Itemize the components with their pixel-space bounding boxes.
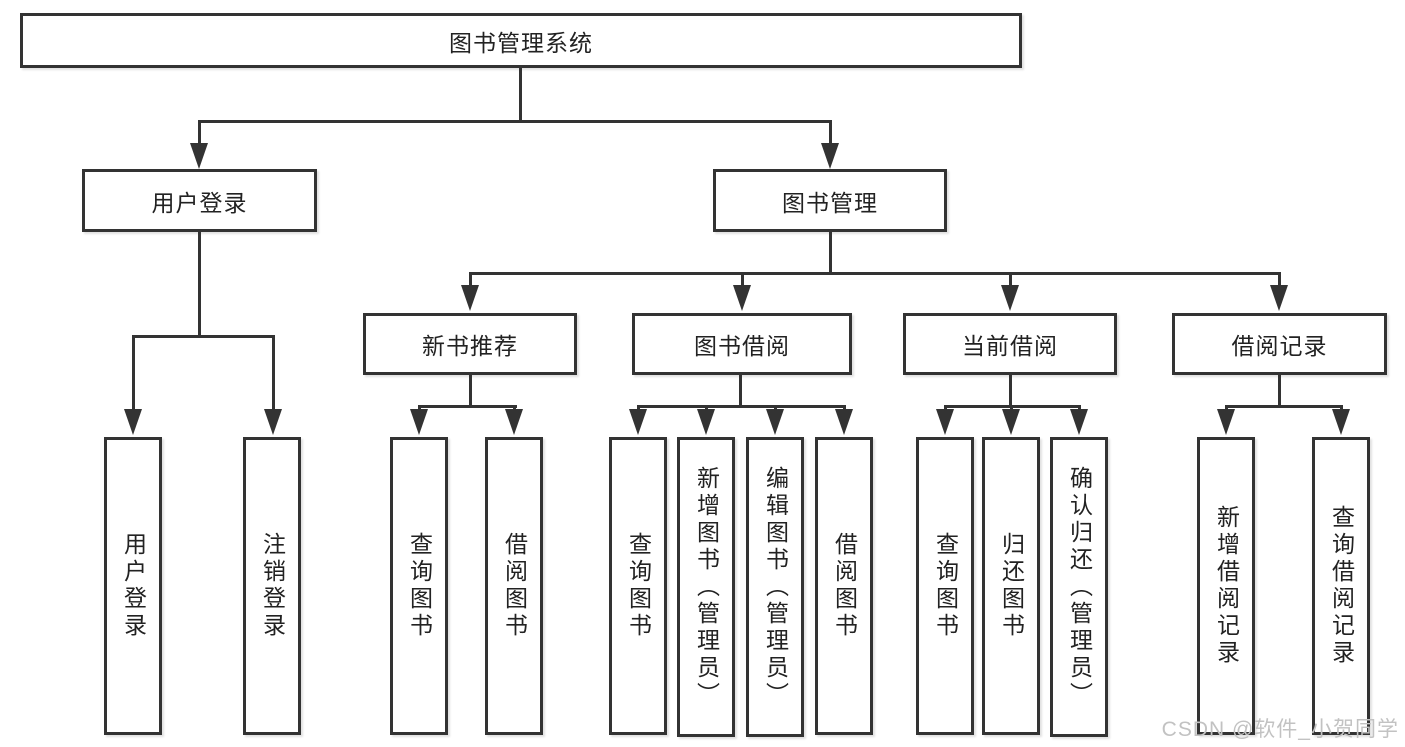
- node-new-book-recommendation: 新书推荐: [363, 313, 577, 375]
- connector-line: [272, 335, 275, 413]
- leaf-query-book-current: 查询图书: [916, 437, 974, 735]
- node-current-borrowing: 当前借阅: [903, 313, 1117, 375]
- leaf-query-book-borrowing: 查询图书: [609, 437, 667, 735]
- arrow-down-icon: [1001, 285, 1019, 311]
- connector-line: [829, 120, 832, 150]
- node-label: 用户登录: [120, 532, 147, 640]
- arrow-down-icon: [697, 409, 715, 435]
- node-label: 归还图书: [998, 532, 1025, 640]
- node-user-login: 用户登录: [82, 169, 317, 232]
- node-label: 查询借阅记录: [1328, 505, 1355, 667]
- arrow-down-icon: [1002, 409, 1020, 435]
- leaf-user-login: 用户登录: [104, 437, 162, 735]
- arrow-down-icon: [461, 285, 479, 311]
- node-label: 当前借阅: [962, 333, 1058, 359]
- node-label: 图书管理系统: [449, 29, 593, 56]
- node-label: 查询图书: [625, 532, 652, 640]
- node-label: 新增图书（管理员）: [693, 465, 720, 709]
- connector-line: [1225, 405, 1343, 408]
- connector-line: [132, 335, 135, 413]
- leaf-return-book: 归还图书: [982, 437, 1040, 735]
- node-library-management-system: 图书管理系统: [20, 13, 1022, 68]
- connector-line: [418, 405, 517, 408]
- connector-line: [1278, 375, 1281, 408]
- arrow-down-icon: [505, 409, 523, 435]
- arrow-down-icon: [1270, 285, 1288, 311]
- arrow-down-icon: [733, 285, 751, 311]
- node-label: 借阅图书: [501, 532, 528, 640]
- connector-line: [1278, 272, 1281, 288]
- arrow-down-icon: [124, 409, 142, 435]
- node-label: 借阅记录: [1231, 333, 1328, 359]
- arrow-down-icon: [629, 409, 647, 435]
- leaf-logout: 注销登录: [243, 437, 301, 735]
- connector-line: [469, 375, 472, 408]
- node-label: 查询图书: [406, 532, 433, 640]
- leaf-add-book-admin: 新增图书（管理员）: [677, 437, 735, 737]
- connector-line: [829, 232, 832, 275]
- connector-line: [519, 68, 522, 122]
- arrow-down-icon: [1332, 409, 1350, 435]
- node-label: 查询图书: [932, 532, 959, 640]
- arrow-down-icon: [821, 143, 839, 169]
- connector-line: [469, 272, 472, 288]
- node-label: 编辑图书（管理员）: [762, 465, 789, 709]
- leaf-query-borrow-record: 查询借阅记录: [1312, 437, 1370, 735]
- arrow-down-icon: [1070, 409, 1088, 435]
- arrow-down-icon: [410, 409, 428, 435]
- node-book-borrowing: 图书借阅: [632, 313, 852, 375]
- leaf-confirm-return-admin: 确认归还（管理员）: [1050, 437, 1108, 737]
- node-label: 借阅图书: [831, 532, 858, 640]
- connector-line: [739, 375, 742, 408]
- connector-line: [741, 272, 744, 288]
- connector-line: [637, 405, 846, 408]
- connector-line: [132, 335, 275, 338]
- leaf-query-book-recommend: 查询图书: [390, 437, 448, 735]
- node-borrowing-records: 借阅记录: [1172, 313, 1387, 375]
- leaf-add-borrow-record: 新增借阅记录: [1197, 437, 1255, 735]
- leaf-edit-book-admin: 编辑图书（管理员）: [746, 437, 804, 737]
- connector-line: [469, 272, 1281, 275]
- connector-line: [1009, 272, 1012, 288]
- connector-line: [198, 232, 201, 338]
- connector-line: [1009, 375, 1012, 408]
- arrow-down-icon: [264, 409, 282, 435]
- connector-line: [198, 120, 832, 123]
- node-label: 确认归还（管理员）: [1066, 465, 1093, 709]
- node-label: 用户登录: [151, 189, 248, 216]
- arrow-down-icon: [766, 409, 784, 435]
- node-label: 新增借阅记录: [1213, 505, 1240, 667]
- node-label: 注销登录: [259, 532, 286, 640]
- node-label: 新书推荐: [422, 333, 518, 359]
- node-book-management: 图书管理: [713, 169, 947, 232]
- leaf-borrow-book-recommend: 借阅图书: [485, 437, 543, 735]
- connector-line: [198, 120, 201, 150]
- arrow-down-icon: [835, 409, 853, 435]
- node-label: 图书管理: [782, 189, 878, 216]
- arrow-down-icon: [190, 143, 208, 169]
- arrow-down-icon: [936, 409, 954, 435]
- csdn-watermark: CSDN @软件_小贺同学: [1161, 718, 1399, 741]
- arrow-down-icon: [1217, 409, 1235, 435]
- node-label: 图书借阅: [694, 333, 790, 359]
- leaf-borrow-book: 借阅图书: [815, 437, 873, 735]
